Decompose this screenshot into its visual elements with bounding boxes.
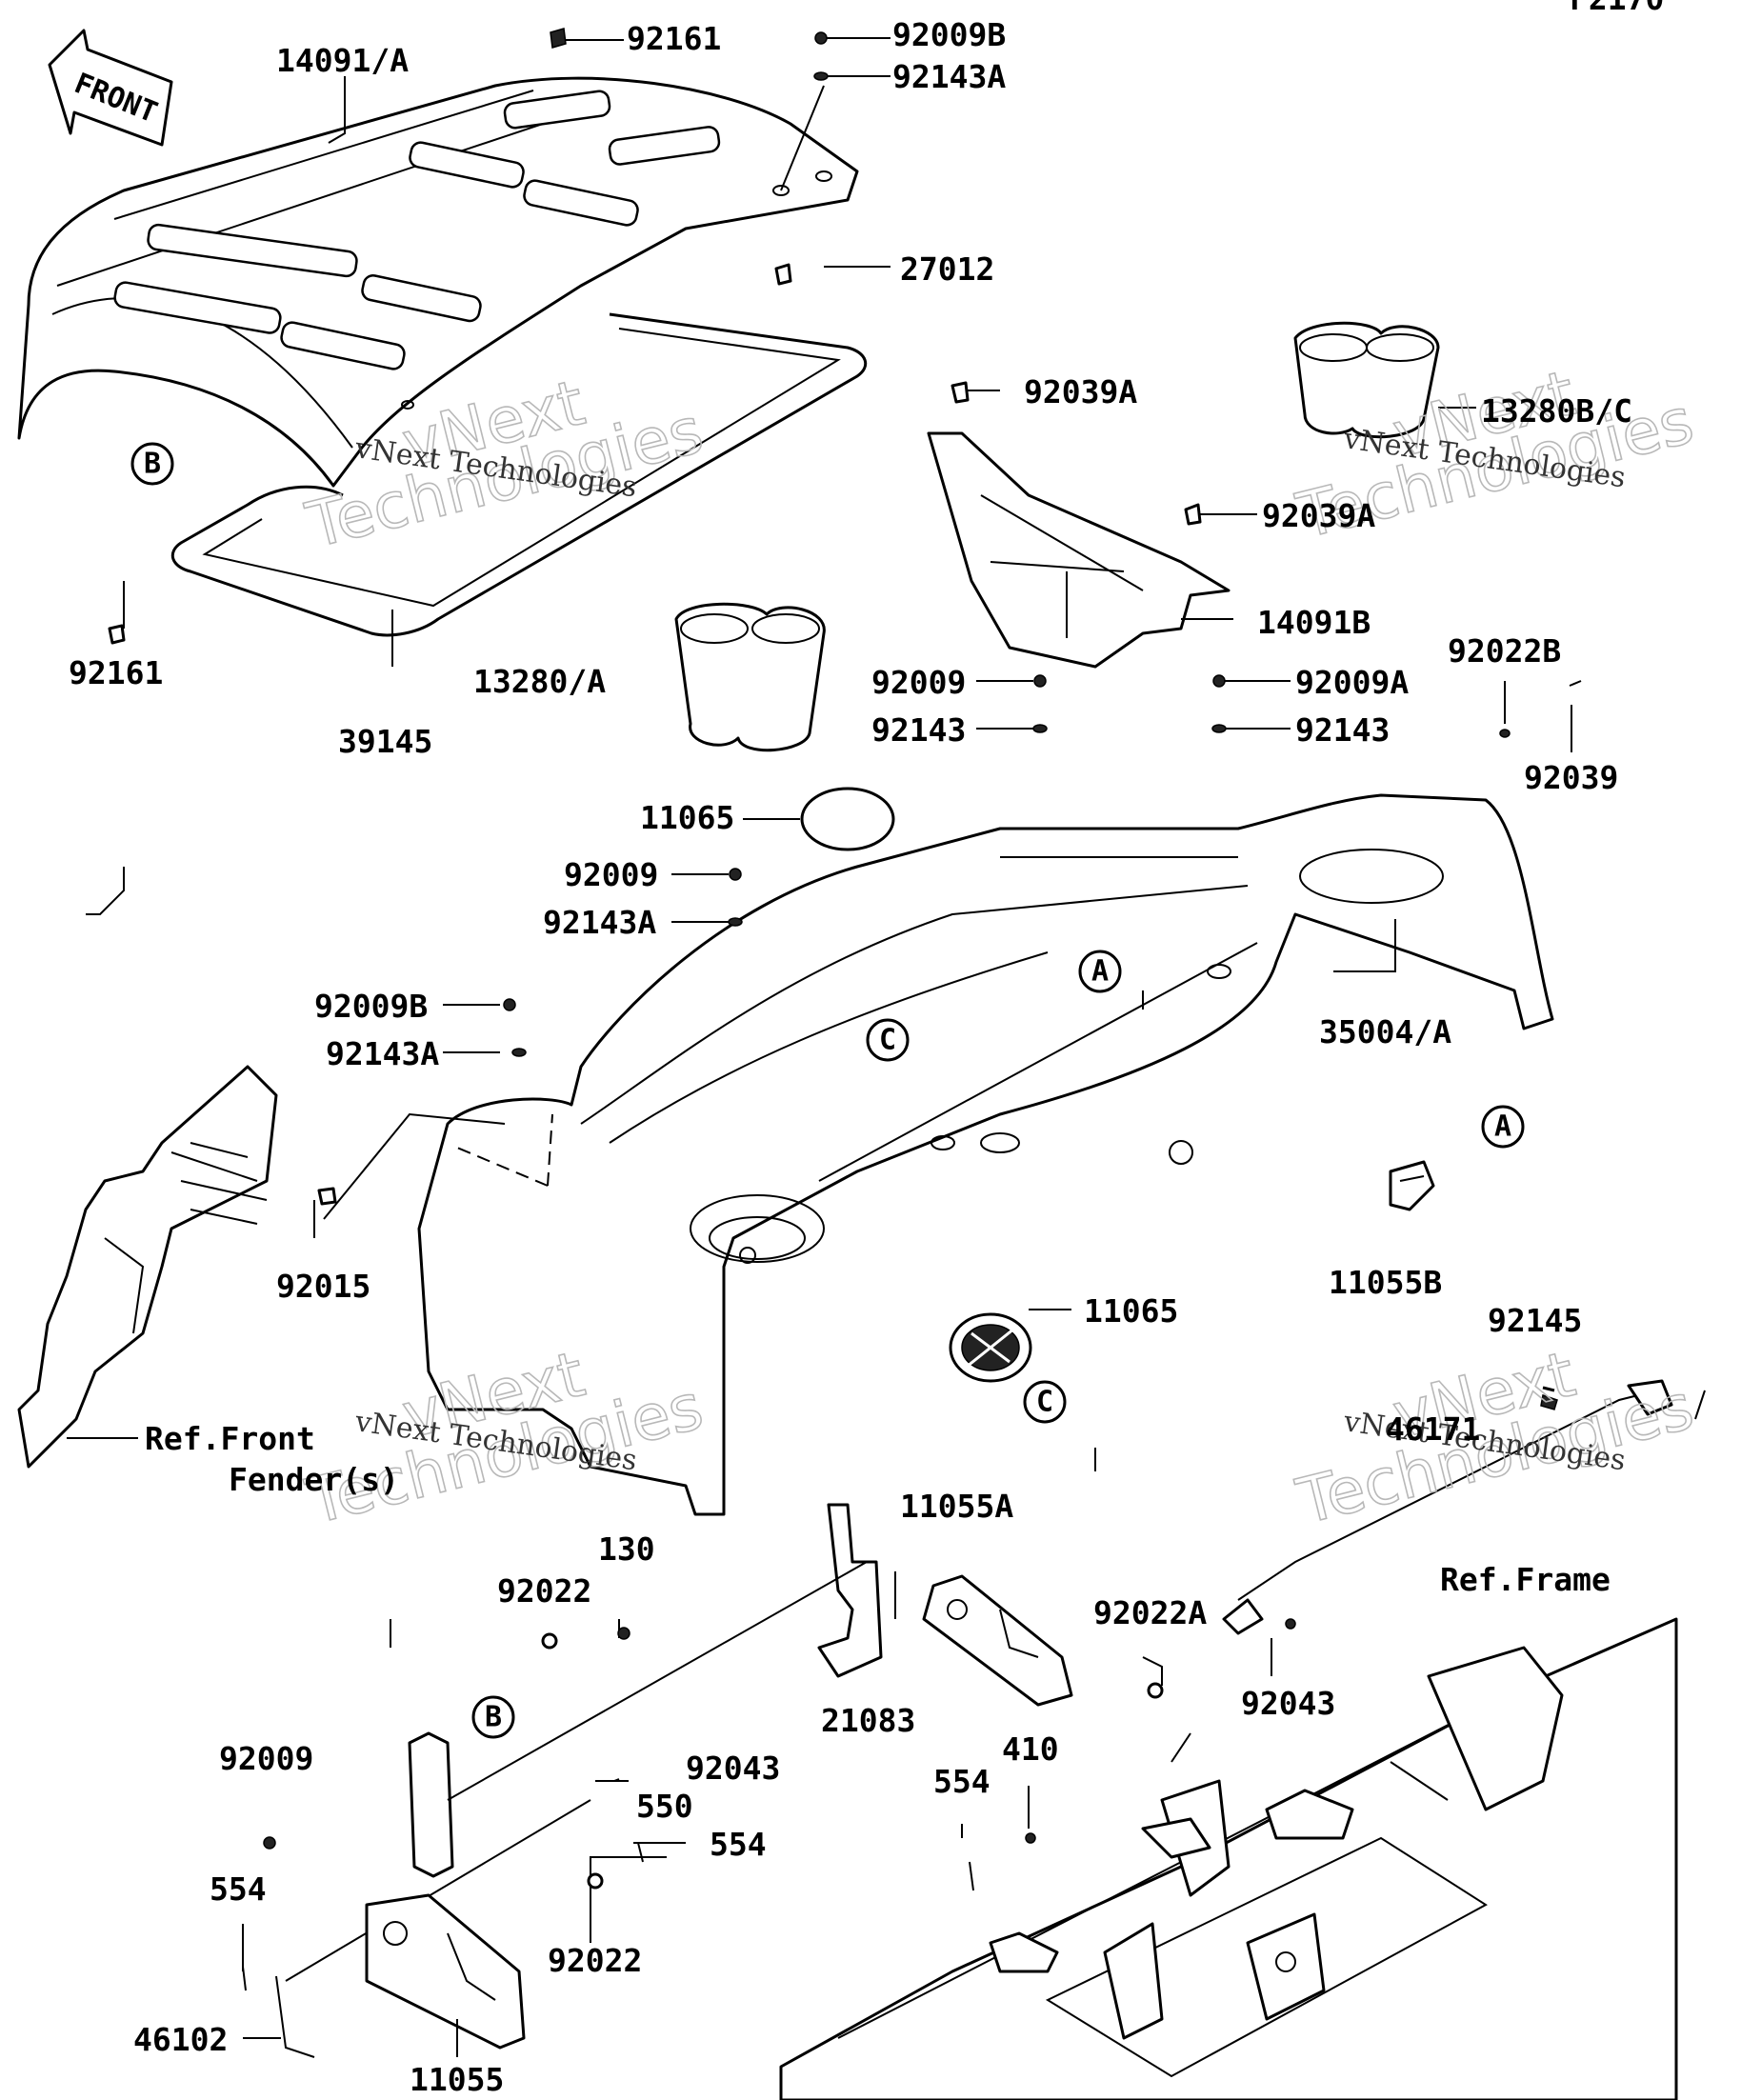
label-11055A: 11055A: [900, 1488, 1013, 1525]
label-92009-left: 92009: [564, 856, 658, 893]
callout-circle-b-top: B: [130, 442, 174, 486]
callout-circle-c-mid: C: [866, 1018, 910, 1062]
label-92015: 92015: [276, 1268, 370, 1305]
label-92143-right: 92143: [1295, 711, 1390, 749]
cover-11065-top: [800, 787, 895, 851]
cover-11065-bottom: [949, 1312, 1032, 1383]
front-arrow-icon: FRONT: [48, 29, 173, 147]
rail-assembly-left: [275, 1561, 868, 2058]
label-554-right: 554: [933, 1763, 991, 1800]
svg-text:B: B: [144, 448, 161, 481]
label-14091A: 14091/A: [276, 42, 409, 79]
callout-circle-b-bottom: B: [471, 1695, 515, 1739]
label-46102: 46102: [133, 2021, 228, 2058]
label-13280A: 13280/A: [473, 663, 606, 700]
front-fender-ref: [17, 1065, 278, 1469]
bracket-11055B: [1389, 1160, 1435, 1211]
part-labels: 14091/A 92161 92009B 92143A 27012 92039A…: [69, 16, 1632, 2098]
label-92009-low: 92009: [219, 1740, 313, 1777]
svg-text:C: C: [1036, 1386, 1053, 1419]
label-11055B: 11055B: [1329, 1264, 1442, 1301]
frame-ref: [779, 1617, 1678, 2100]
label-92022-low: 92022: [548, 1942, 642, 1979]
rear-fender: [417, 793, 1554, 1516]
label-92022B: 92022B: [1448, 632, 1561, 670]
label-410: 410: [1002, 1730, 1059, 1768]
label-11065-top: 11065: [640, 799, 734, 836]
label-92143-mid: 92143: [871, 711, 966, 749]
watermark-bottom-right: vNext Technologies vNext Technologies: [1289, 1336, 1701, 1539]
bracket-21083: [817, 1503, 883, 1678]
fastener-icons: [108, 28, 1582, 1991]
callout-circle-a-mid: A: [1078, 950, 1122, 993]
diagram-code: F2170: [1570, 0, 1664, 17]
label-11055: 11055: [410, 2061, 504, 2098]
svg-text:A: A: [1494, 1110, 1511, 1144]
label-92009B-left: 92009B: [314, 988, 428, 1025]
callout-circle-c-bottom: C: [1023, 1380, 1067, 1424]
label-550: 550: [636, 1788, 693, 1825]
roof-panel: [17, 76, 859, 488]
svg-text:C: C: [879, 1024, 896, 1057]
label-14091B: 14091B: [1257, 604, 1371, 641]
label-92143A-left: 92143A: [543, 904, 656, 941]
label-92043-left: 92043: [686, 1750, 780, 1787]
label-92161-left: 92161: [69, 654, 163, 691]
bracket-14091B: [927, 431, 1231, 669]
label-27012: 27012: [900, 250, 994, 288]
label-ref-front-2: Fender(s): [229, 1461, 399, 1498]
label-92022A: 92022A: [1093, 1594, 1207, 1631]
svg-text:A: A: [1091, 955, 1109, 989]
label-46171: 46171: [1386, 1410, 1480, 1448]
label-92161-top: 92161: [627, 20, 721, 57]
label-92043-right: 92043: [1241, 1685, 1335, 1722]
callout-circle-a-right: A: [1481, 1105, 1525, 1149]
label-554-mid: 554: [710, 1826, 767, 1863]
label-11065-bottom: 11065: [1084, 1292, 1178, 1330]
label-ref-frame: Ref.Frame: [1440, 1561, 1611, 1598]
label-92009A: 92009A: [1295, 664, 1409, 701]
rail-46171: [1222, 1379, 1673, 1635]
label-92143A-low: 92143A: [326, 1035, 439, 1072]
roof-seal: [170, 312, 868, 637]
svg-text:B: B: [485, 1701, 502, 1734]
label-92039A-1: 92039A: [1024, 373, 1137, 410]
bracket-11055A: [922, 1574, 1073, 1707]
label-92039A-2: 92039A: [1262, 497, 1375, 534]
label-92145: 92145: [1488, 1302, 1582, 1339]
label-92009-mid: 92009: [871, 664, 966, 701]
label-35004A: 35004/A: [1319, 1013, 1451, 1050]
cup-holder-13280BC: [1293, 321, 1440, 439]
label-39145: 39145: [338, 723, 432, 760]
label-ref-front-1: Ref.Front: [145, 1420, 315, 1457]
label-13280BC: 13280B/C: [1481, 392, 1632, 430]
label-92039: 92039: [1524, 759, 1618, 796]
label-92143A-top: 92143A: [892, 58, 1006, 95]
label-130: 130: [598, 1530, 655, 1568]
label-21083: 21083: [821, 1702, 915, 1739]
label-92009B-top: 92009B: [892, 16, 1006, 53]
label-554-left: 554: [210, 1870, 267, 1908]
label-92022-top: 92022: [497, 1572, 591, 1610]
cup-holder-13280A: [674, 602, 826, 752]
